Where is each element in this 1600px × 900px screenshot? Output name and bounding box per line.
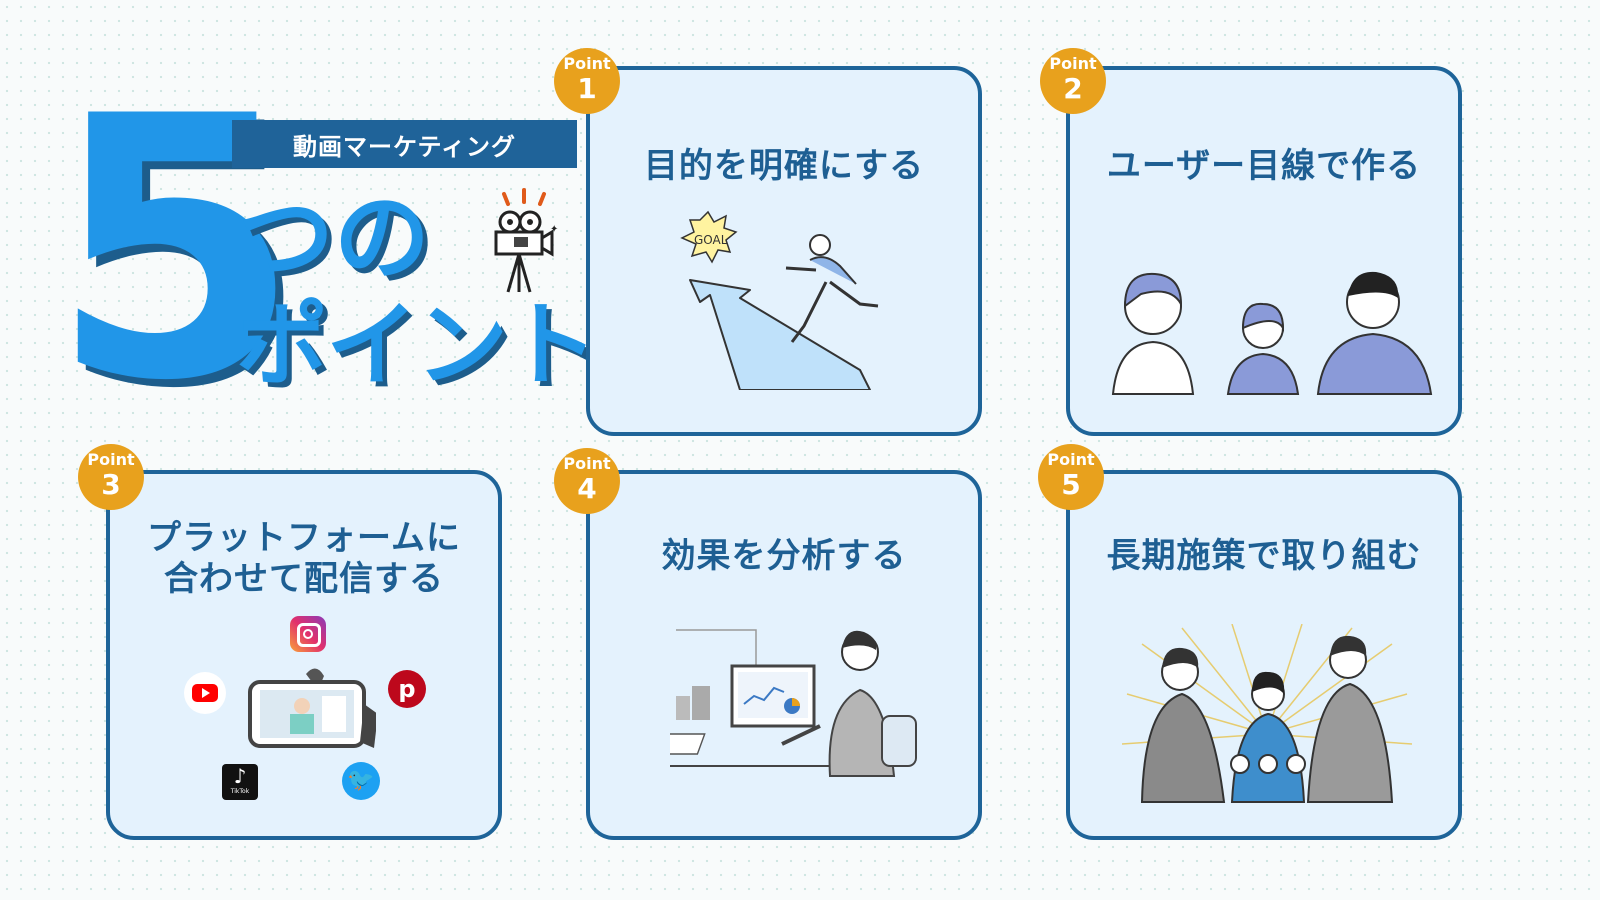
pinterest-icon: p bbox=[388, 670, 426, 708]
smartphone-illustration bbox=[248, 668, 376, 748]
goal-text: GOAL bbox=[694, 233, 728, 247]
goal-runner-illustration: GOAL bbox=[680, 210, 879, 390]
point-badge-4: Point 4 bbox=[554, 448, 620, 514]
card-title: 効果を分析する bbox=[661, 536, 907, 576]
title-line-tsuno: つの bbox=[238, 182, 430, 294]
card-title: ユーザー目線で作る bbox=[1106, 146, 1422, 186]
point-card-3: プラットフォームに 合わせて配信する p ♪ TikTok 🐦 Point 3 bbox=[78, 444, 502, 840]
analyst-illustration bbox=[670, 629, 917, 777]
title-banner: 動画マーケティング bbox=[232, 120, 577, 168]
youtube-icon bbox=[184, 672, 226, 714]
card-title: 目的を明確にする bbox=[643, 146, 925, 186]
card-title-line2: 合わせて配信する bbox=[164, 558, 444, 599]
svg-text:✦: ✦ bbox=[550, 224, 558, 235]
point-card-4: 効果を分析する Point 4 bbox=[554, 448, 982, 840]
point-badge-1: Point 1 bbox=[554, 48, 620, 114]
point-card-1: 目的を明確にする GOAL Point 1 bbox=[554, 48, 982, 436]
point-badge-5: Point 5 bbox=[1038, 444, 1104, 510]
users-illustration bbox=[1111, 271, 1433, 395]
card-title: 長期施策で取り組む bbox=[1106, 536, 1422, 576]
card-title: プラットフォームに 合わせて配信する bbox=[110, 518, 498, 600]
instagram-icon bbox=[290, 616, 326, 652]
point-badge-2: Point 2 bbox=[1040, 48, 1106, 114]
point-card-5: 長期施策で取り組む Point 5 bbox=[1038, 444, 1462, 840]
title-line-point: ポイント bbox=[236, 292, 598, 399]
card-title-line1: プラットフォームに bbox=[147, 518, 461, 558]
tiktok-icon: ♪ TikTok bbox=[222, 764, 258, 800]
point-badge-3: Point 3 bbox=[78, 444, 144, 510]
point-card-2: ユーザー目線で作る Point 2 bbox=[1040, 48, 1462, 436]
team-fistbump-illustration bbox=[1122, 624, 1412, 803]
film-camera-icon: ✦ bbox=[494, 188, 558, 293]
twitter-icon: 🐦 bbox=[342, 762, 380, 800]
